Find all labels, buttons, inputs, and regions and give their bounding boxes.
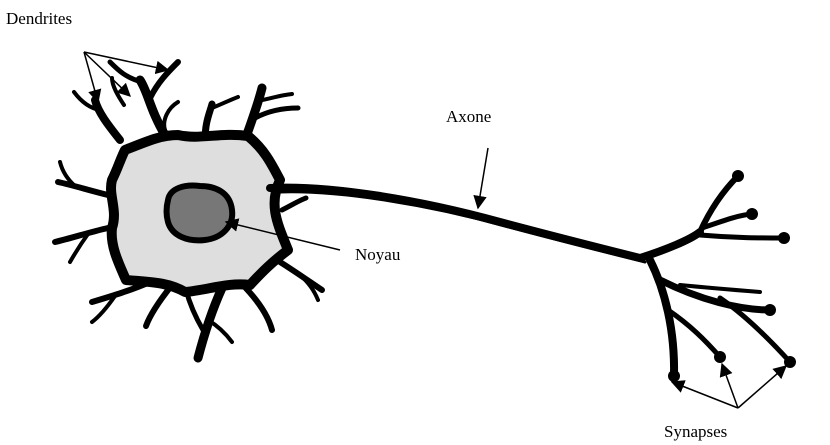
nucleus bbox=[167, 186, 233, 241]
axon-terminals bbox=[640, 176, 790, 376]
synapses-arrow bbox=[738, 366, 786, 408]
synapse-terminal bbox=[746, 208, 758, 220]
synapse-terminal bbox=[714, 351, 726, 363]
dendrites-arrow bbox=[84, 52, 168, 70]
axone-arrow bbox=[478, 148, 488, 208]
synapse-terminal bbox=[764, 304, 776, 316]
synapse-terminal bbox=[732, 170, 744, 182]
synapse-terminal bbox=[778, 232, 790, 244]
synapses-arrow bbox=[722, 364, 738, 408]
noyau-label: Noyau bbox=[355, 246, 400, 263]
dendrites-label: Dendrites bbox=[6, 10, 72, 27]
synapses-label: Synapses bbox=[664, 423, 727, 440]
axon bbox=[270, 188, 645, 262]
synapses-arrow bbox=[672, 382, 738, 408]
synapse-terminal bbox=[668, 370, 680, 382]
axone-label: Axone bbox=[446, 108, 491, 125]
